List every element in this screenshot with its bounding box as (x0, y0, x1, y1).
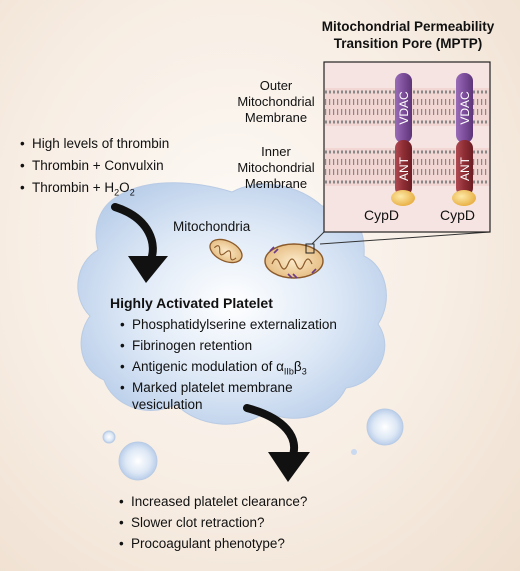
outer-membrane-label: Outer Mitochondrial Membrane (237, 78, 315, 125)
vesicle (118, 441, 158, 481)
ant-label-2: ANT (458, 157, 472, 181)
cypd-label-2: CypD (440, 207, 476, 223)
zoom-line (311, 231, 325, 245)
vesicle (366, 408, 404, 446)
outcome-item: Procoagulant phenotype? (119, 535, 307, 552)
platelet-feature: Phosphatidylserine externalization (120, 316, 337, 333)
outcome-item: Increased platelet clearance? (119, 493, 307, 510)
inset-title: Mitochondrial Permeability Transition Po… (318, 18, 498, 52)
mitochondria-label: Mitochondria (173, 219, 251, 234)
stimulus-item: Thrombin + H2O2 (20, 179, 169, 197)
mitochondrion-small (209, 238, 243, 264)
zoom-line (319, 231, 491, 245)
vdac-label-2: VDAC (458, 91, 472, 125)
vesicle (351, 449, 357, 455)
mptp-complex-1 (391, 73, 415, 206)
platelet-title: Highly Activated Platelet (110, 295, 273, 311)
inner-membrane-label: Inner Mitochondrial Membrane (237, 144, 315, 191)
mitochondrion-large (264, 243, 324, 279)
vdac-label-1: VDAC (397, 91, 411, 125)
mptp-complex-2 (452, 73, 476, 206)
arrow-platelet-to-outcomes (243, 404, 310, 482)
stimulus-item: Thrombin + Convulxin (20, 157, 169, 174)
stimulus-item: High levels of thrombin (20, 135, 169, 152)
outcomes-list: Increased platelet clearance? Slower clo… (119, 493, 307, 552)
vesicle (102, 430, 116, 444)
ant-label-1: ANT (397, 157, 411, 181)
platelet-features-list: Phosphatidylserine externalization Fibri… (120, 316, 337, 413)
arrow-stimuli-to-platelet (111, 203, 168, 283)
stimuli-list: High levels of thrombin Thrombin + Convu… (20, 135, 169, 197)
platelet-feature: Fibrinogen retention (120, 337, 337, 354)
cypd-label-1: CypD (364, 207, 400, 223)
outcome-item: Slower clot retraction? (119, 514, 307, 531)
platelet-feature: Antigenic modulation of αIIbβ3 (120, 358, 337, 376)
inset-title-line-1: Mitochondrial Permeability (321, 19, 495, 34)
inset-title-line-2: Transition Pore (MPTP) (333, 36, 483, 51)
